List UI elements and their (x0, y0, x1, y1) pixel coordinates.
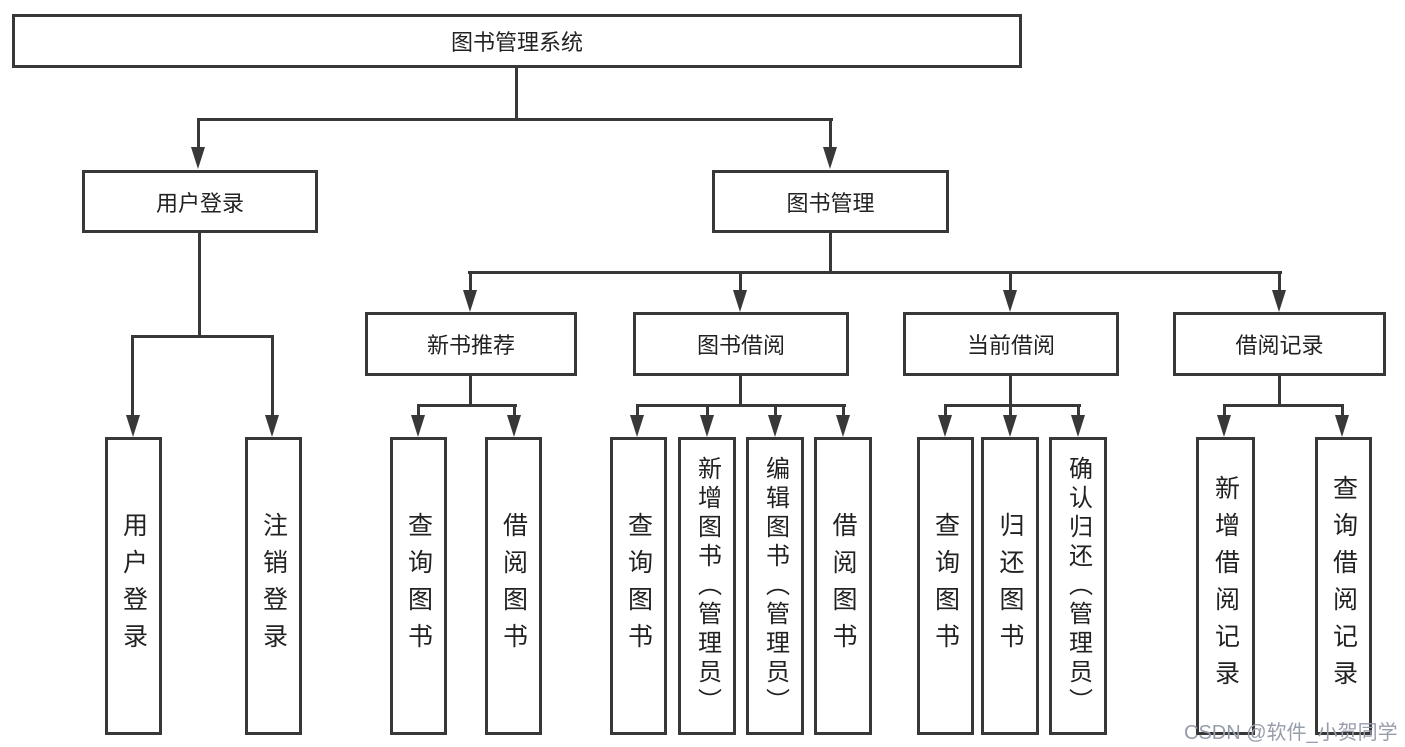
leaf-cur-return-books-label: 归还图书 (996, 512, 1024, 660)
leaf-bb-edit-books-admin: 编辑图书（管理员） (746, 437, 804, 735)
leaf-bb-add-books-admin-label: 新增图书（管理员） (693, 455, 721, 717)
connector-current-borrow-bar (944, 404, 1081, 407)
node-borrow-records: 借阅记录 (1173, 312, 1386, 376)
connector-current-borrow-drop-1 (944, 404, 947, 416)
arrow-borrow-records-child-1 (1217, 415, 1231, 437)
leaf-bb-borrow-books: 借阅图书 (814, 437, 872, 735)
arrow-to-current-borrow (1003, 290, 1017, 312)
arrow-borrow-records-child-2 (1335, 415, 1349, 437)
leaf-logout: 注销登录 (245, 437, 302, 735)
node-current-borrow: 当前借阅 (903, 312, 1119, 376)
arrow-to-leaf-user-login (126, 415, 140, 437)
connector-new-rec-stem (469, 376, 472, 407)
connector-book-mgmt-drop-4 (1278, 271, 1281, 291)
node-library-system: 图书管理系统 (12, 14, 1022, 68)
arrow-new-rec-child-2 (507, 415, 521, 437)
connector-user-login-drop-1 (131, 335, 134, 416)
arrow-book-borrow-child-4 (836, 415, 850, 437)
connector-new-rec-drop-1 (417, 404, 420, 416)
connector-root-right-drop (829, 118, 832, 148)
connector-book-mgmt-drop-3 (1009, 271, 1012, 291)
leaf-cur-return-books: 归还图书 (981, 437, 1039, 735)
connector-book-mgmt-drop-2 (739, 271, 742, 291)
node-book-borrow-label: 图书借阅 (696, 333, 785, 358)
leaf-newrec-borrow-books-label: 借阅图书 (499, 512, 528, 660)
connector-book-mgmt-bar (468, 271, 1282, 274)
watermark: CSDN @软件_小贺同学 (1184, 722, 1398, 744)
arrow-to-book-borrow (733, 290, 747, 312)
arrow-book-borrow-child-3 (768, 415, 782, 437)
node-new-rec: 新书推荐 (365, 312, 577, 376)
connector-root-bar (197, 118, 833, 121)
leaf-rec-query-record: 查询借阅记录 (1315, 437, 1372, 735)
leaf-cur-confirm-return-admin: 确认归还（管理员） (1049, 437, 1107, 735)
arrow-to-user-login (191, 147, 205, 169)
leaf-user-login: 用户登录 (105, 437, 162, 735)
node-new-rec-label: 新书推荐 (426, 333, 515, 358)
connector-current-borrow-drop-3 (1077, 404, 1080, 416)
leaf-rec-add-record-label: 新增借阅记录 (1211, 475, 1240, 697)
leaf-user-login-label: 用户登录 (119, 512, 148, 660)
connector-book-borrow-drop-1 (636, 404, 639, 416)
arrow-current-borrow-child-1 (938, 415, 952, 437)
connector-user-login-stem (198, 233, 201, 338)
node-borrow-records-label: 借阅记录 (1235, 333, 1324, 358)
leaf-newrec-query-books-label: 查询图书 (404, 512, 433, 660)
connector-book-borrow-drop-2 (706, 404, 709, 416)
leaf-bb-query-books-label: 查询图书 (624, 512, 653, 660)
leaf-cur-query-books-label: 查询图书 (931, 512, 960, 660)
connector-user-login-drop-2 (271, 335, 274, 416)
node-current-borrow-label: 当前借阅 (966, 333, 1055, 358)
connector-user-login-bar (131, 335, 274, 338)
arrow-current-borrow-child-3 (1071, 415, 1085, 437)
arrow-to-leaf-logout (265, 415, 279, 437)
connector-root-stem (515, 68, 518, 120)
leaf-newrec-borrow-books: 借阅图书 (485, 437, 542, 735)
connector-root-left-drop (197, 118, 200, 148)
connector-new-rec-drop-2 (513, 404, 516, 416)
connector-borrow-records-drop-1 (1223, 404, 1226, 416)
leaf-bb-edit-books-admin-label: 编辑图书（管理员） (761, 455, 789, 717)
connector-current-borrow-drop-2 (1009, 404, 1012, 416)
leaf-rec-query-record-label: 查询借阅记录 (1329, 475, 1358, 697)
connector-book-mgmt-stem (829, 233, 832, 274)
connector-borrow-records-bar (1223, 404, 1344, 407)
node-user-login: 用户登录 (82, 170, 318, 233)
node-book-mgmt: 图书管理 (712, 170, 949, 233)
leaf-cur-confirm-return-admin-label: 确认归还（管理员） (1064, 455, 1092, 717)
connector-current-borrow-stem (1009, 376, 1012, 407)
connector-book-mgmt-drop-1 (469, 271, 472, 291)
connector-book-borrow-drop-4 (842, 404, 845, 416)
node-library-system-label: 图书管理系统 (450, 30, 583, 55)
arrow-to-new-rec (463, 290, 477, 312)
leaf-logout-label: 注销登录 (259, 512, 288, 660)
connector-new-rec-bar (417, 404, 517, 407)
arrow-book-borrow-child-2 (700, 415, 714, 437)
arrow-new-rec-child-1 (411, 415, 425, 437)
leaf-cur-query-books: 查询图书 (917, 437, 974, 735)
node-user-login-label: 用户登录 (155, 190, 244, 216)
arrow-current-borrow-child-2 (1003, 415, 1017, 437)
leaf-rec-add-record: 新增借阅记录 (1196, 437, 1255, 735)
connector-book-borrow-drop-3 (774, 404, 777, 416)
node-book-borrow: 图书借阅 (633, 312, 849, 376)
arrow-to-book-mgmt (823, 147, 837, 169)
leaf-newrec-query-books: 查询图书 (390, 437, 447, 735)
arrow-book-borrow-child-1 (630, 415, 644, 437)
arrow-to-borrow-records (1272, 290, 1286, 312)
connector-book-borrow-stem (739, 376, 742, 407)
connector-borrow-records-drop-2 (1341, 404, 1344, 416)
leaf-bb-borrow-books-label: 借阅图书 (829, 512, 857, 660)
leaf-bb-add-books-admin: 新增图书（管理员） (678, 437, 736, 735)
leaf-bb-query-books: 查询图书 (610, 437, 667, 735)
node-book-mgmt-label: 图书管理 (786, 190, 875, 216)
connector-borrow-records-stem (1278, 376, 1281, 407)
connector-book-borrow-bar (636, 404, 846, 407)
